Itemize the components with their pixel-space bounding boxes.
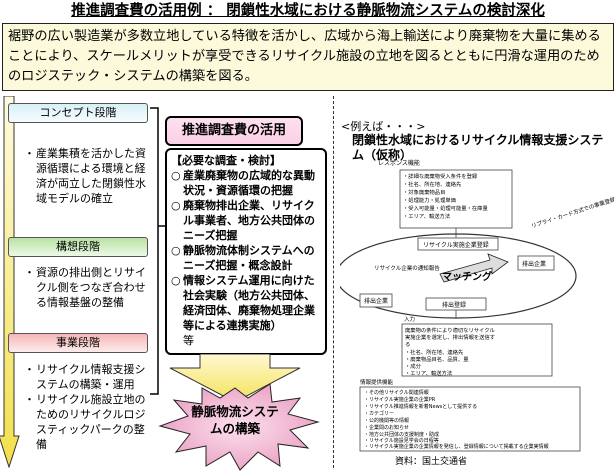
example-title: 閉鎖性水域におけるリサイクル情報支援システム（仮称） bbox=[352, 133, 604, 162]
stage-concept: コンセプト段階 bbox=[8, 103, 148, 123]
stage-business: 事業段階 bbox=[8, 333, 148, 353]
list-item: ・対象廃棄物品目 bbox=[403, 188, 445, 196]
list-item: ・公的機関等の情報 bbox=[364, 417, 409, 424]
reply-label: リプライ・カード方式での事業登録 bbox=[530, 195, 614, 230]
list-item: ・リサイクル情報支援システムの構築・運用 bbox=[24, 363, 146, 391]
stage-business-desc: ・リサイクル情報支援システムの構築・運用 ・リサイクル施設立地のためのリサイクル… bbox=[24, 362, 152, 452]
list-item: ・廃棄物品目名、品質、量 bbox=[405, 355, 469, 363]
list-item: ・エリア、輸送方法 bbox=[405, 369, 452, 377]
research-card: 【必要な調査・検討】 ○産業廃棄物の広域的な異動状況・資源循環の把握 ○廃棄物排… bbox=[165, 148, 327, 355]
list-item: ・処理能力・処理単価 bbox=[403, 196, 457, 204]
list-item: ・資源の排出側とリサイクル側をつなぎ合わせる情報基盤の整備 bbox=[24, 266, 146, 309]
list-item: ○産業廃棄物の広域的な異動状況・資源循環の把握 bbox=[171, 169, 315, 197]
list-item: ・リサイクル施設立地のためのリサイクルロジスティックパークの整備 bbox=[24, 393, 146, 451]
intro-box: 裾野の広い製造業が多数立地している特徴を活かし、広域から海上輸送により廃棄物を大… bbox=[2, 23, 614, 91]
list-item: ・エリア、輸送方法 bbox=[403, 212, 450, 220]
list-item: る bbox=[405, 341, 410, 348]
emitter-box-2 bbox=[359, 293, 393, 308]
page-title: 推進調査費の活用例 ： 閉鎖性水域における静脈物流システムの検討深化 bbox=[71, 3, 545, 19]
list-item: ・成分 bbox=[405, 362, 422, 370]
stage-concept-desc: ・産業集積を活かした資源循環による環境と経済が両立した閉鎖性水域モデルの確立 bbox=[24, 146, 152, 206]
stage-plan: 構想段階 bbox=[8, 237, 148, 257]
list-item: ・カテゴリー bbox=[364, 410, 394, 417]
infra-label: 情報提供機能 bbox=[360, 378, 394, 386]
list-item: ・リサイクル推進情報を新着Newsとして提供する bbox=[364, 403, 477, 410]
process-box bbox=[401, 323, 553, 377]
list-item: ○静脈物流体制システムへのニーズ把握・概念設計 bbox=[171, 244, 315, 272]
recycle-system-schematic: レスポンス機能 ・詳細な廃棄物受入条件を登録 ・社名、所在地、連絡先 ・対象廃棄… bbox=[340, 159, 614, 452]
example-label: <例えば・・・> bbox=[341, 120, 426, 133]
result-burst bbox=[158, 354, 320, 471]
card-heading: 【必要な調査・検討】 bbox=[171, 154, 281, 167]
intro-text: 裾野の広い製造業が多数立地している特徴を活かし、広域から海上輸送により廃棄物を大… bbox=[8, 29, 601, 84]
matching-label: マッチング bbox=[442, 270, 492, 283]
report-label: リサイクル企業の通知報告 bbox=[374, 264, 440, 272]
emitter-register-label: 排出登録 bbox=[442, 301, 466, 309]
list-item: ・産業集積を活かした資源循環による環境と経済が両立した閉鎖性水域モデルの確立 bbox=[24, 147, 146, 205]
list-item: ○情報システム運用に向けた社会実験（地方公共団体、経済団体、廃棄物処理企業等によ… bbox=[171, 274, 315, 332]
list-item: ・地方公共団体の支援制度・助成 bbox=[364, 431, 439, 438]
list-item: ・詳細な廃棄物受入条件を登録 bbox=[403, 172, 478, 180]
list-item: 実施企業を選定し、排出情報を送信す bbox=[405, 333, 495, 341]
response-label: レスポンス機能 bbox=[378, 159, 420, 167]
source-note: 資料：国土交通省 bbox=[395, 457, 468, 467]
bracket bbox=[150, 107, 166, 395]
info-list: ・詳細な廃棄物受入条件を登録 ・社名、所在地、連絡先 ・対象廃棄物品目 ・処理能… bbox=[403, 172, 488, 220]
process-list: 廃棄物の条件により適切なリサイクル 実施企業を選定し、排出情報を送信す る ・社… bbox=[405, 326, 495, 377]
list-item: 廃棄物の条件により適切なリサイクル bbox=[405, 326, 495, 334]
infra-box bbox=[359, 386, 581, 452]
list-item: ・社名、所在地、連絡先 bbox=[405, 348, 464, 356]
result-text: 静脈物流システムの構築 bbox=[191, 404, 279, 436]
stage-flow-arrow bbox=[0, 96, 20, 468]
list-item: ・リサイクル施設見学会の日程等 bbox=[364, 437, 439, 444]
infra-list: ・その他リサイクル関連情報 ・リサイクル実施企業の企業PR ・リサイクル推進情報… bbox=[364, 389, 549, 450]
emitter-label-2: 排出企業 bbox=[364, 297, 388, 305]
emitter-label: 排出企業 bbox=[522, 260, 546, 268]
card-title: 推進調査費の活用 bbox=[165, 116, 303, 146]
stage-plan-desc: ・資源の排出側とリサイクル側をつなぎ合わせる情報基盤の整備 bbox=[24, 265, 152, 310]
list-item: ・リサイクル実施企業の企業情報を発信し、登録情報について掲載する企業実情報 bbox=[364, 443, 549, 450]
list-item: ・社名、所在地、連絡先 bbox=[403, 180, 462, 188]
divider bbox=[333, 96, 334, 468]
recycler-register-box bbox=[417, 237, 499, 251]
list-item: ○廃棄物排出企業、リサイクル事業者、地方公共団体のニーズ把握 bbox=[171, 199, 315, 242]
list-item: ・リサイクル実施企業の企業PR bbox=[364, 396, 436, 403]
list-item: ・受入可能量・処理可能量・在庫量 bbox=[403, 204, 488, 212]
list-item: ・企業間のお知らせ bbox=[364, 424, 409, 431]
emitter-box bbox=[517, 255, 555, 271]
input-label: 入力 bbox=[404, 315, 415, 323]
recycler-register-label: リサイクル実施企業登録 bbox=[423, 241, 489, 249]
matching-arrow bbox=[439, 253, 509, 283]
list-item: 等 bbox=[183, 334, 194, 347]
list-item: ・その他リサイクル関連情報 bbox=[364, 389, 429, 396]
